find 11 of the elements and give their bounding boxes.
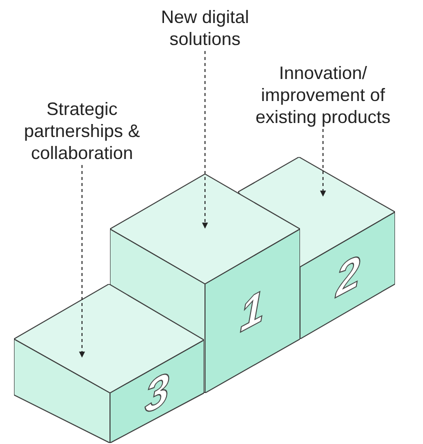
callout-label: Innovation/ improvement of existing products — [233, 62, 413, 128]
podium-number: 3 — [144, 366, 170, 422]
leader-arrow — [79, 164, 85, 358]
callout-label: Strategic partnerships & collaboration — [0, 98, 164, 164]
podium-number: 2 — [336, 248, 360, 306]
podium-block — [14, 284, 204, 443]
podium-block — [238, 157, 395, 339]
podium-number: 1 — [240, 284, 264, 340]
leader-arrow — [320, 128, 326, 197]
callout-label: New digital solutions — [130, 6, 280, 50]
leader-arrow — [202, 50, 208, 229]
